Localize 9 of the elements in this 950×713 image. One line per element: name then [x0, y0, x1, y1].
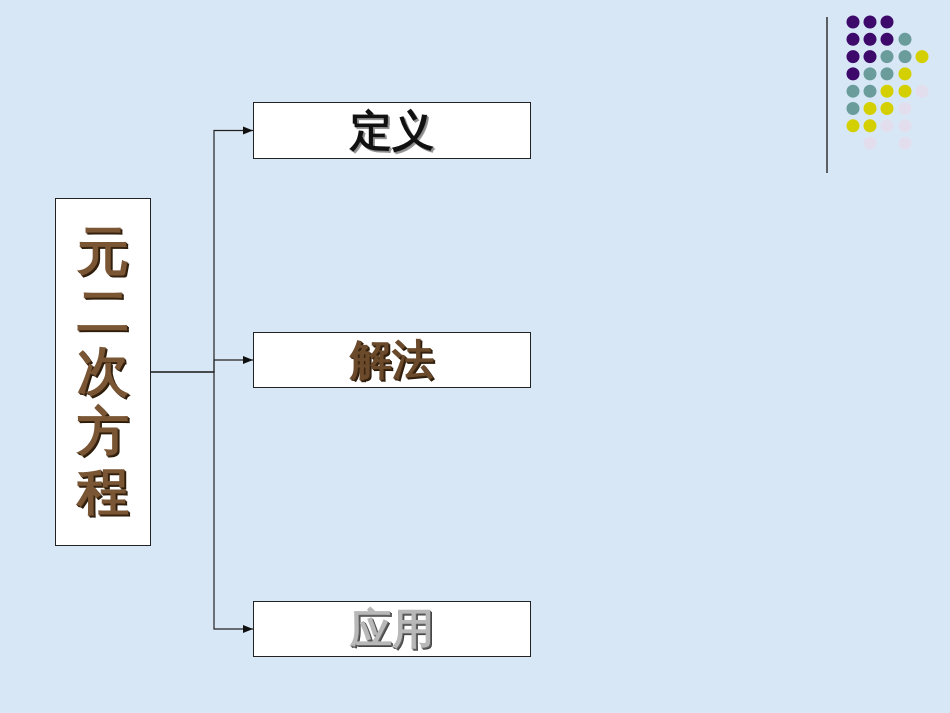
branch-label: 应用 — [350, 603, 434, 655]
branch-box — [253, 332, 531, 388]
branch-box — [253, 102, 531, 159]
connector-arrow — [151, 371, 253, 633]
branch-box — [253, 601, 531, 657]
branch-label: 定义 — [350, 104, 434, 156]
branch-label: 解法 — [350, 334, 434, 386]
topic-box — [55, 198, 151, 546]
topic-label: 元二次方程 — [75, 222, 130, 522]
